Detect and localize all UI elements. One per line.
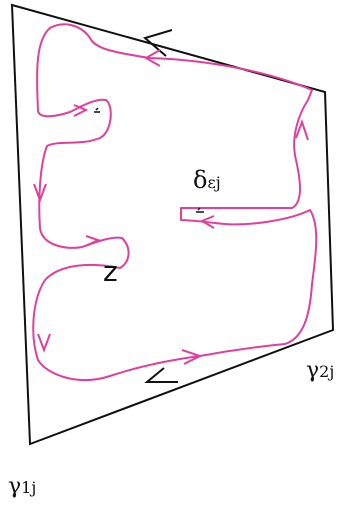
z-hat-label: z [103, 255, 118, 288]
tip-mark-upper [94, 107, 100, 113]
contour-arrow-bottom [181, 349, 203, 365]
boundary-quadrilateral [10, 3, 335, 446]
contour-arrow-top [143, 49, 161, 67]
gamma-1j-label: γ1j [8, 474, 37, 499]
contour-arrow-middle-notch [85, 235, 101, 247]
contour-arrow-left-lower [37, 333, 51, 353]
tip-mark-inner [196, 207, 204, 213]
contour-arrow-right [295, 119, 309, 141]
gamma-2j-label: γ2j [306, 358, 335, 383]
contour-curve [32, 23, 318, 381]
contour-arrow-upper-left [73, 104, 89, 117]
delta-epsilon-j-label: δεj [193, 166, 221, 194]
contour-arrow-inner [199, 215, 215, 229]
boundary-arrow-bottom [144, 367, 178, 383]
contour-arrow-left-middle [33, 183, 47, 203]
